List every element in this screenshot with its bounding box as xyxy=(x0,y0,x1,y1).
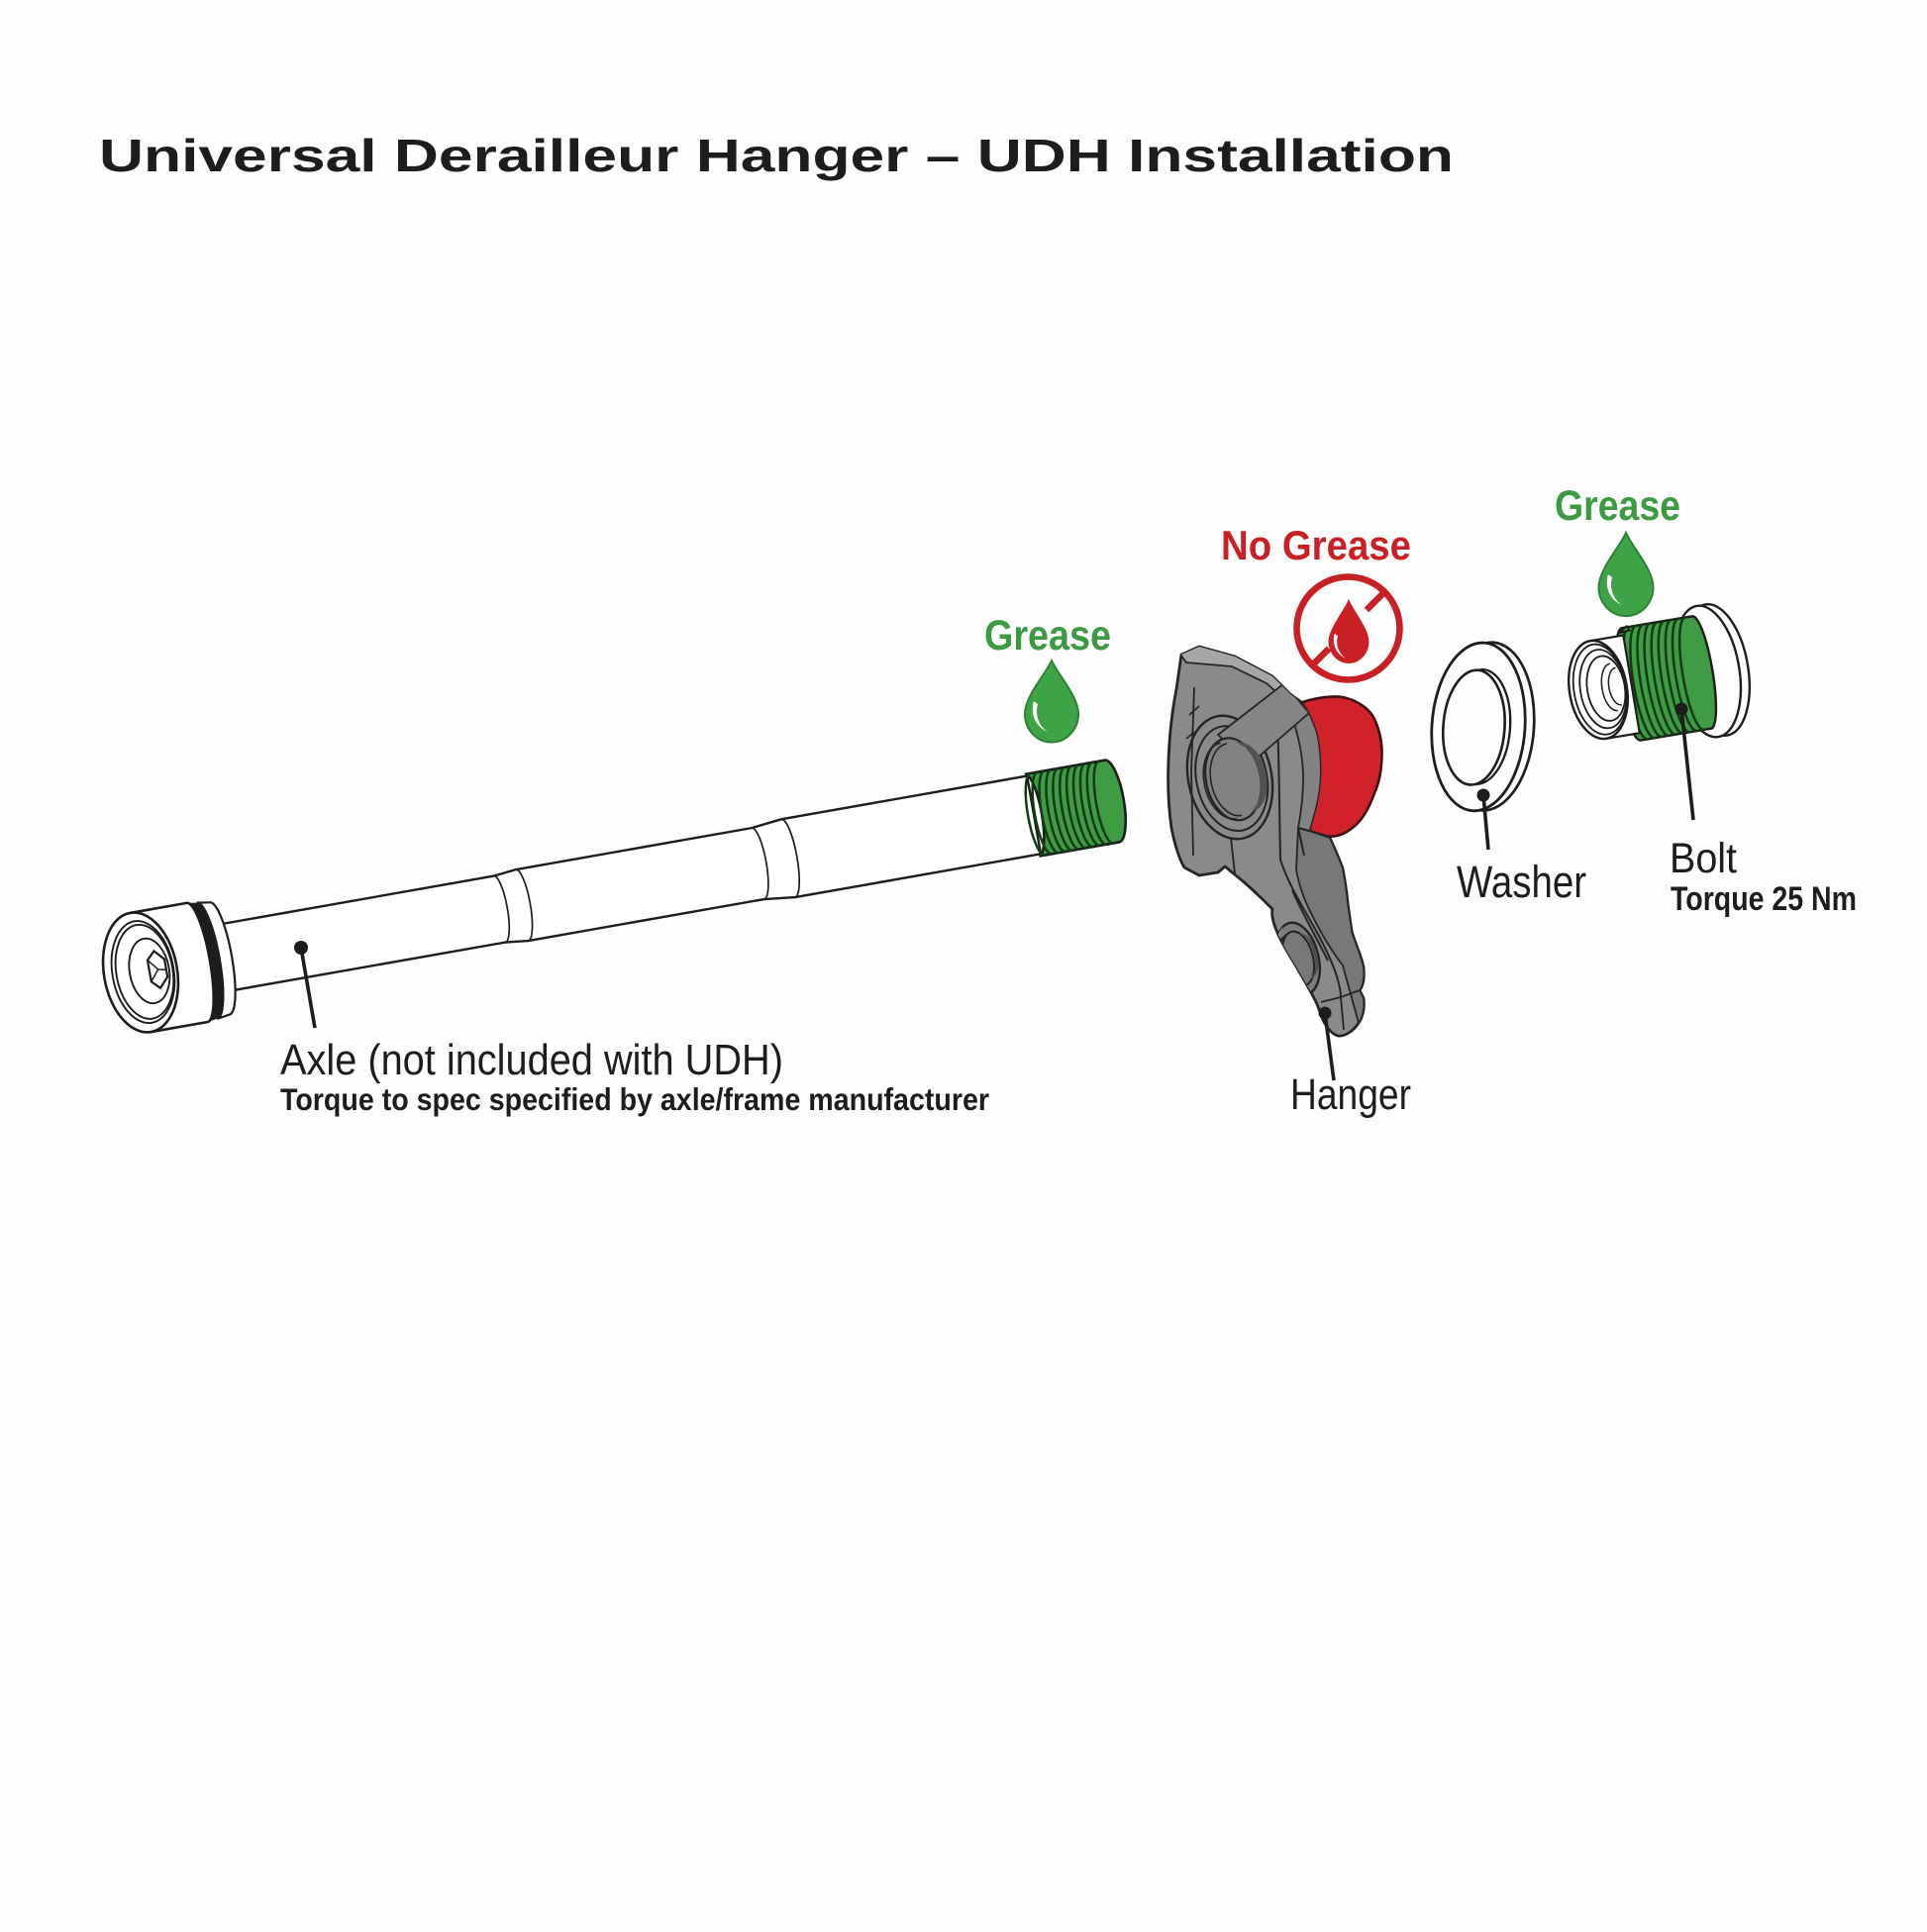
svg-text:Bolt: Bolt xyxy=(1670,835,1737,882)
svg-text:Universal Derailleur Hanger –: Universal Derailleur Hanger – UDH Instal… xyxy=(99,130,1454,181)
svg-text:Torque 25 Nm: Torque 25 Nm xyxy=(1671,880,1857,918)
svg-text:Grease: Grease xyxy=(984,613,1111,660)
svg-text:Grease: Grease xyxy=(1555,483,1680,530)
svg-text:Hanger: Hanger xyxy=(1290,1071,1411,1119)
svg-text:Axle (not included with UDH): Axle (not included with UDH) xyxy=(280,1036,783,1084)
svg-text:Washer: Washer xyxy=(1457,857,1586,907)
svg-text:Torque to spec specified by ax: Torque to spec specified by axle/frame m… xyxy=(280,1081,989,1117)
svg-text:No Grease: No Grease xyxy=(1221,522,1411,568)
